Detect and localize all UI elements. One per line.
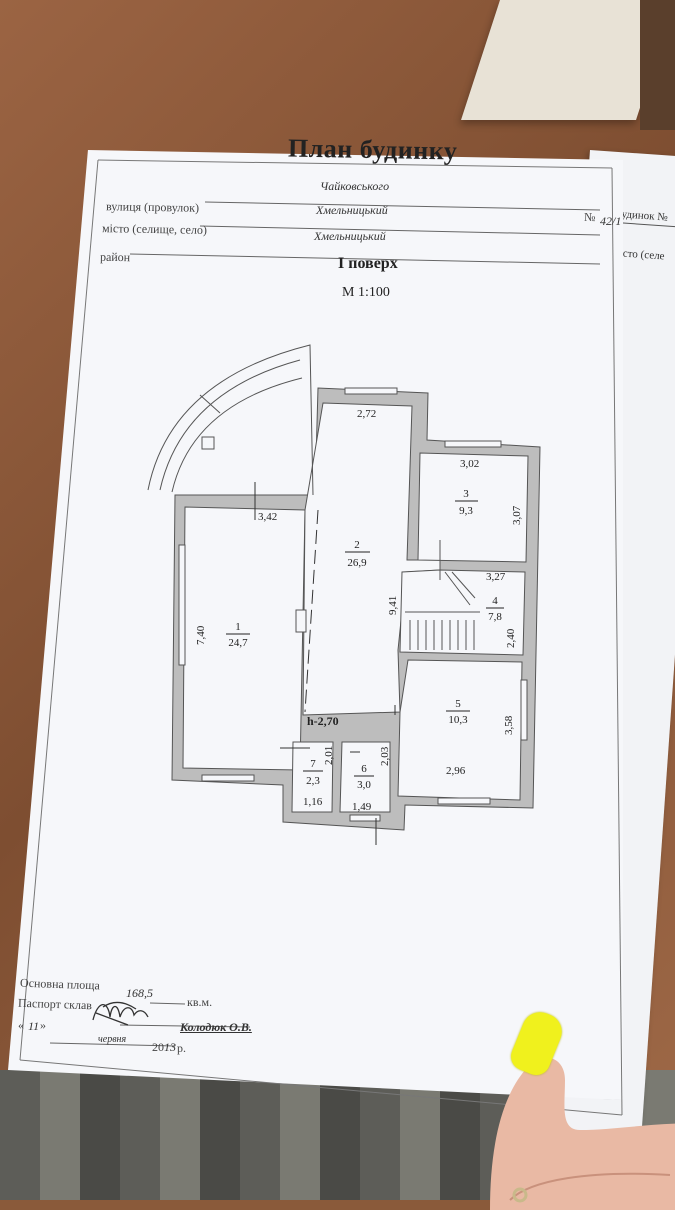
document-sheet [8, 150, 623, 1100]
box-shadow [640, 0, 675, 130]
hand [490, 1057, 675, 1210]
back-page-house-label: Будинок № [615, 207, 669, 224]
